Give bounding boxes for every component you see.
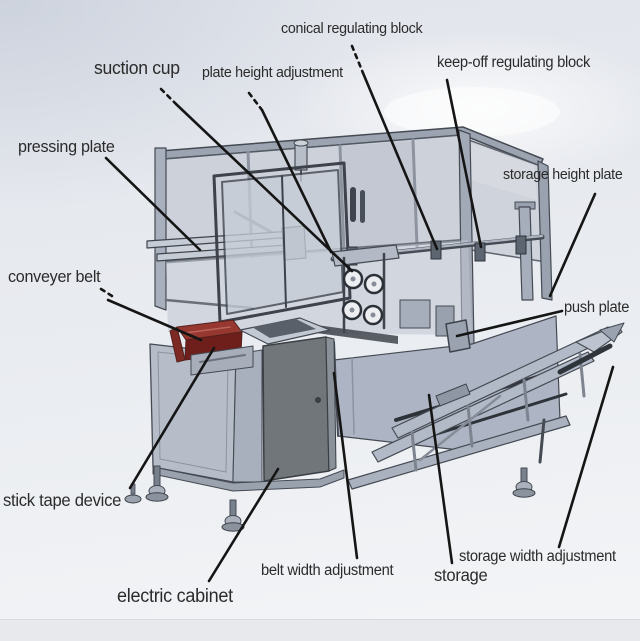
electric-cabinet-part xyxy=(239,317,337,482)
leader-lines xyxy=(99,44,615,583)
leader-conveyer-belt xyxy=(106,298,203,342)
interior-block xyxy=(399,299,431,329)
suction-cup-rollers xyxy=(331,244,400,334)
label-push-plate: push plate xyxy=(564,299,630,316)
leader-conical-dash xyxy=(350,44,365,75)
label-storage-height-plate: storage height plate xyxy=(503,166,623,183)
leader-storage-width-adjustment xyxy=(557,365,615,549)
label-belt-width-adjustment: belt width adjustment xyxy=(261,562,394,579)
base-cabinet xyxy=(149,315,561,492)
label-storage-width-adjustment: storage width adjustment xyxy=(459,548,616,565)
label-stick-tape-device: stick tape device xyxy=(3,490,122,510)
frame-post-right xyxy=(537,160,553,301)
foot xyxy=(221,499,245,532)
frame-post-left xyxy=(154,147,167,311)
leader-electric-cabinet xyxy=(207,467,280,583)
label-suction-cup: suction cup xyxy=(94,57,180,78)
leader-pressing-plate xyxy=(104,156,202,252)
label-keep-off-regulating-block: keep-off regulating block xyxy=(437,54,591,71)
door-handle xyxy=(360,190,365,223)
leader-keep-off-regulating-block xyxy=(445,78,483,249)
foot xyxy=(512,467,536,498)
leader-storage-height-plate xyxy=(548,192,597,298)
label-electric-cabinet: electric cabinet xyxy=(117,586,233,607)
door-handle xyxy=(350,187,356,222)
label-conveyer-belt: conveyer belt xyxy=(8,267,101,286)
leader-push-plate xyxy=(455,309,564,338)
foot xyxy=(124,483,142,504)
leader-stick-tape-device xyxy=(128,346,216,490)
leader-conveyer-dash xyxy=(99,287,114,298)
leader-conical-regulating-block xyxy=(361,71,439,251)
leader-suction-cup xyxy=(174,102,354,273)
stick-tape-conveyor xyxy=(169,319,254,376)
floor-edge xyxy=(0,619,640,641)
label-plate-height-adjustment: plate height adjustment xyxy=(202,64,343,81)
label-conical-regulating-block: conical regulating block xyxy=(281,20,423,37)
label-storage: storage xyxy=(434,565,488,585)
machine-feet xyxy=(124,465,536,532)
safety-door xyxy=(212,161,352,324)
foot xyxy=(145,465,169,502)
leader-belt-width-adjustment xyxy=(332,371,359,560)
label-pressing-plate: pressing plate xyxy=(18,137,115,156)
leader-suction-cup-dash xyxy=(159,87,178,106)
leader-plate-height-adjustment xyxy=(260,108,333,254)
background-highlight xyxy=(384,87,560,137)
leader-plate-height-dash xyxy=(247,91,264,112)
leader-storage xyxy=(427,393,454,565)
